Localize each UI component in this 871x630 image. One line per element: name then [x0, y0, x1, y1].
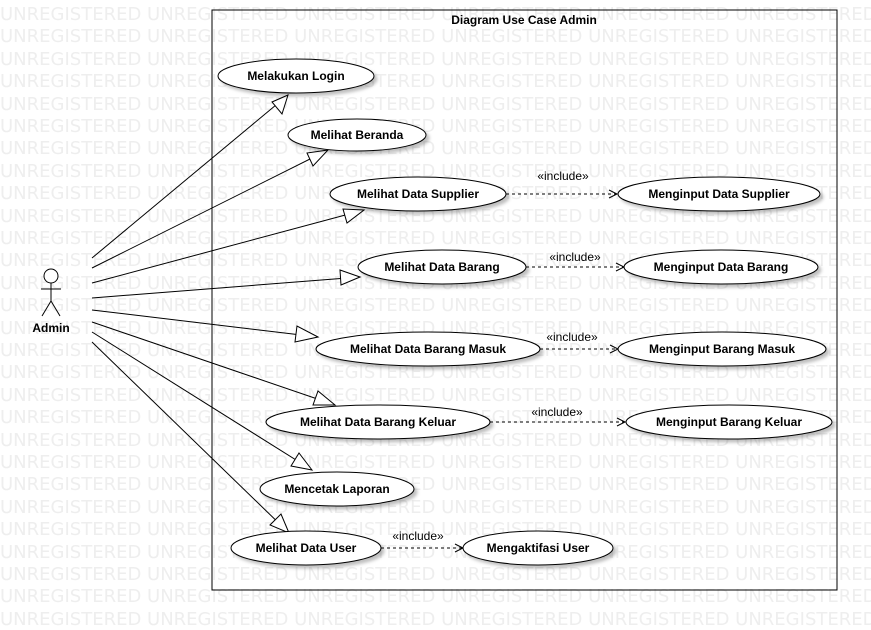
svg-text:Melihat Data Supplier: Melihat Data Supplier: [357, 187, 479, 201]
watermark-row: UNREGISTERED UNREGISTERED UNREGISTERED U…: [0, 26, 871, 48]
use-case-melakukan-login[interactable]: Melakukan Login: [217, 58, 375, 94]
actor-label: Admin: [32, 321, 69, 335]
svg-text:Melihat Data Barang: Melihat Data Barang: [384, 260, 499, 274]
use-case-mencetak-laporan[interactable]: Mencetak Laporan: [259, 471, 415, 507]
use-case-melihat-data-barang[interactable]: Melihat Data Barang: [357, 249, 527, 285]
svg-text:Melakukan Login: Melakukan Login: [247, 69, 344, 83]
use-case-mengaktifasi-user[interactable]: Mengaktifasi User: [462, 530, 614, 566]
watermark-row: UNREGISTERED UNREGISTERED UNREGISTERED U…: [0, 452, 871, 473]
use-case-menginput-data-supplier[interactable]: Menginput Data Supplier: [617, 176, 821, 212]
svg-text:Melihat Data User: Melihat Data User: [256, 541, 357, 555]
watermark-row: UNREGISTERED UNREGISTERED UNREGISTERED U…: [0, 317, 871, 339]
svg-text:«include»: «include»: [537, 169, 589, 183]
use-case-menginput-data-barang[interactable]: Menginput Data Barang: [623, 249, 819, 285]
use-case-melihat-data-barang-masuk[interactable]: Melihat Data Barang Masuk: [315, 331, 541, 367]
include-relations: [381, 189, 627, 553]
watermark-row: UNREGISTERED UNREGISTERED UNREGISTERED U…: [0, 496, 871, 518]
svg-text:Menginput Barang Masuk: Menginput Barang Masuk: [649, 342, 795, 356]
actor-admin[interactable]: [41, 268, 61, 317]
watermark-row: UNREGISTERED UNREGISTERED UNREGISTERED U…: [0, 160, 871, 182]
use-case-melihat-data-supplier[interactable]: Melihat Data Supplier: [329, 176, 507, 212]
svg-text:«include»: «include»: [392, 529, 444, 543]
svg-text:«include»: «include»: [549, 250, 601, 264]
svg-text:Melihat Data Barang Masuk: Melihat Data Barang Masuk: [350, 342, 506, 356]
use-case-melihat-beranda[interactable]: Melihat Beranda: [287, 118, 427, 152]
watermark-row: UNREGISTERED UNREGISTERED UNREGISTERED U…: [0, 474, 871, 496]
svg-text:Mencetak Laporan: Mencetak Laporan: [284, 482, 389, 496]
watermark-row: UNREGISTERED UNREGISTERED UNREGISTERED U…: [0, 205, 871, 227]
watermark-row: UNREGISTERED UNREGISTERED UNREGISTERED U…: [0, 564, 871, 585]
watermark-row: UNREGISTERED UNREGISTERED UNREGISTERED U…: [0, 4, 871, 25]
include-labels: «include» «include» «include» «include» …: [392, 169, 601, 543]
use-case-menginput-barang-masuk[interactable]: Menginput Barang Masuk: [617, 331, 827, 367]
svg-text:Menginput Barang Keluar: Menginput Barang Keluar: [656, 415, 802, 429]
svg-text:Melihat Data Barang Keluar: Melihat Data Barang Keluar: [300, 415, 456, 429]
watermark-row: UNREGISTERED UNREGISTERED UNREGISTERED U…: [0, 295, 871, 317]
diagram-title: Diagram Use Case Admin: [451, 13, 597, 27]
svg-text:Mengaktifasi User: Mengaktifasi User: [487, 541, 590, 555]
system-boundary: [211, 9, 838, 591]
watermark-row: UNREGISTERED UNREGISTERED UNREGISTERED U…: [0, 429, 871, 451]
svg-text:Menginput Data Barang: Menginput Data Barang: [654, 260, 789, 274]
associations: [91, 94, 366, 534]
watermark-row: UNREGISTERED UNREGISTERED UNREGISTERED U…: [0, 138, 871, 160]
use-case-melihat-data-barang-keluar[interactable]: Melihat Data Barang Keluar: [265, 404, 491, 440]
watermark-row: UNREGISTERED UNREGISTERED UNREGISTERED U…: [0, 608, 871, 630]
watermark-row: UNREGISTERED UNREGISTERED UNREGISTERED U…: [0, 541, 871, 563]
watermark-row: UNREGISTERED UNREGISTERED UNREGISTERED U…: [0, 519, 871, 541]
watermark-row: UNREGISTERED UNREGISTERED UNREGISTERED U…: [0, 362, 871, 384]
watermark-row: UNREGISTERED UNREGISTERED UNREGISTERED U…: [0, 116, 871, 137]
use-case-melihat-data-user[interactable]: Melihat Data User: [230, 530, 382, 566]
watermark-row: UNREGISTERED UNREGISTERED UNREGISTERED U…: [0, 93, 871, 115]
svg-text:Menginput Data Supplier: Menginput Data Supplier: [648, 187, 790, 201]
watermark-row: UNREGISTERED UNREGISTERED UNREGISTERED U…: [0, 586, 871, 608]
watermark-row: UNREGISTERED UNREGISTERED UNREGISTERED U…: [0, 384, 871, 406]
svg-text:«include»: «include»: [546, 330, 598, 344]
watermark-row: UNREGISTERED UNREGISTERED UNREGISTERED U…: [0, 228, 871, 249]
svg-text:Melihat Beranda: Melihat Beranda: [311, 128, 404, 142]
svg-text:«include»: «include»: [531, 405, 583, 419]
watermark-row: UNREGISTERED UNREGISTERED UNREGISTERED U…: [0, 48, 871, 70]
use-case-menginput-barang-keluar[interactable]: Menginput Barang Keluar: [625, 404, 833, 440]
